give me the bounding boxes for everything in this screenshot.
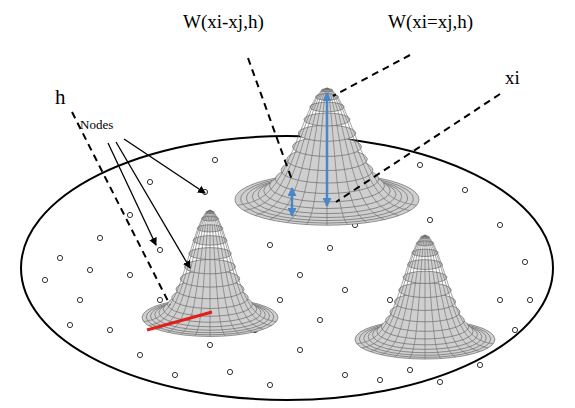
- mesh-line: [395, 235, 425, 357]
- mesh-line: [144, 210, 210, 322]
- node-point: [42, 277, 47, 282]
- mesh-line: [327, 88, 328, 225]
- node-point: [57, 255, 62, 260]
- node-point: [437, 379, 442, 384]
- node-point: [342, 372, 347, 377]
- mesh-line: [425, 235, 480, 352]
- mesh-line: [210, 210, 252, 332]
- node-point: [137, 352, 142, 357]
- mesh-line: [210, 210, 263, 329]
- mesh-line: [327, 88, 399, 216]
- node-point: [267, 242, 272, 247]
- node-point: [342, 287, 347, 292]
- kernel-value-label: W(xi-xj,h): [183, 12, 264, 33]
- pointer-arrow: [124, 139, 205, 193]
- mesh-line: [425, 235, 426, 359]
- mesh-line: [210, 210, 225, 336]
- node-point: [527, 297, 532, 302]
- node-point: [497, 297, 502, 302]
- node-point: [497, 222, 502, 227]
- kernel-peak-label: W(xi=xj,h): [388, 12, 473, 33]
- node-point: [97, 235, 102, 240]
- mesh-line: [210, 210, 240, 335]
- mesh-line: [357, 235, 425, 344]
- kernel-cone: [142, 210, 278, 337]
- mesh-line: [327, 88, 410, 211]
- domain-outline: [21, 136, 553, 400]
- mesh-line: [327, 88, 384, 220]
- node-point: [477, 362, 482, 367]
- kernel-cone: [235, 88, 419, 225]
- node-point: [67, 322, 72, 327]
- smoothing-length-label: h: [55, 86, 66, 109]
- node-point: [172, 372, 177, 377]
- annotation-lines: [72, 55, 500, 330]
- node-point: [327, 245, 332, 250]
- node-point: [127, 272, 132, 277]
- node-point: [417, 162, 422, 167]
- node-point: [427, 217, 432, 222]
- node-point: [512, 327, 517, 332]
- kernel-cone: [355, 235, 495, 359]
- node-point: [297, 272, 302, 277]
- mesh-line: [244, 88, 327, 211]
- leader-line: [248, 58, 292, 180]
- mesh-line: [381, 235, 425, 355]
- mesh-line: [362, 235, 425, 348]
- mesh-line: [149, 210, 210, 326]
- mesh-line: [237, 88, 327, 205]
- radius-line: [147, 312, 212, 330]
- peak-arrow: [326, 93, 329, 206]
- node-point: [277, 297, 282, 302]
- mesh-line: [210, 210, 211, 337]
- node-point: [522, 259, 527, 264]
- node-point: [377, 377, 382, 382]
- nodes-label: Nodes: [80, 118, 113, 132]
- mesh-line: [287, 88, 327, 223]
- mesh-line: [425, 235, 455, 357]
- node-point: [407, 367, 412, 372]
- node-point: [267, 382, 272, 387]
- node-point: [127, 212, 132, 217]
- node-point: [87, 267, 92, 272]
- node-point: [212, 157, 217, 162]
- particle-position-label: xi: [505, 68, 520, 89]
- mesh-line: [327, 88, 367, 223]
- node-point: [77, 297, 82, 302]
- kernel-cones: [142, 88, 495, 359]
- mesh-line: [327, 88, 348, 225]
- node-point: [297, 347, 302, 352]
- pointer-arrow: [116, 142, 190, 268]
- node-point: [227, 369, 232, 374]
- leader-line: [336, 94, 500, 202]
- leader-line: [333, 55, 410, 96]
- node-points: [42, 157, 532, 387]
- mesh-line: [425, 235, 469, 355]
- node-point: [317, 317, 322, 322]
- node-point: [157, 297, 162, 302]
- mesh-line: [270, 88, 327, 220]
- node-point: [387, 297, 392, 302]
- node-point: [147, 179, 152, 184]
- value-arrow: [291, 188, 294, 216]
- node-point: [157, 247, 162, 252]
- pointer-arrow: [108, 143, 156, 245]
- node-point: [462, 187, 467, 192]
- node-point: [207, 342, 212, 347]
- node-point: [107, 327, 112, 332]
- mesh-line: [425, 235, 441, 359]
